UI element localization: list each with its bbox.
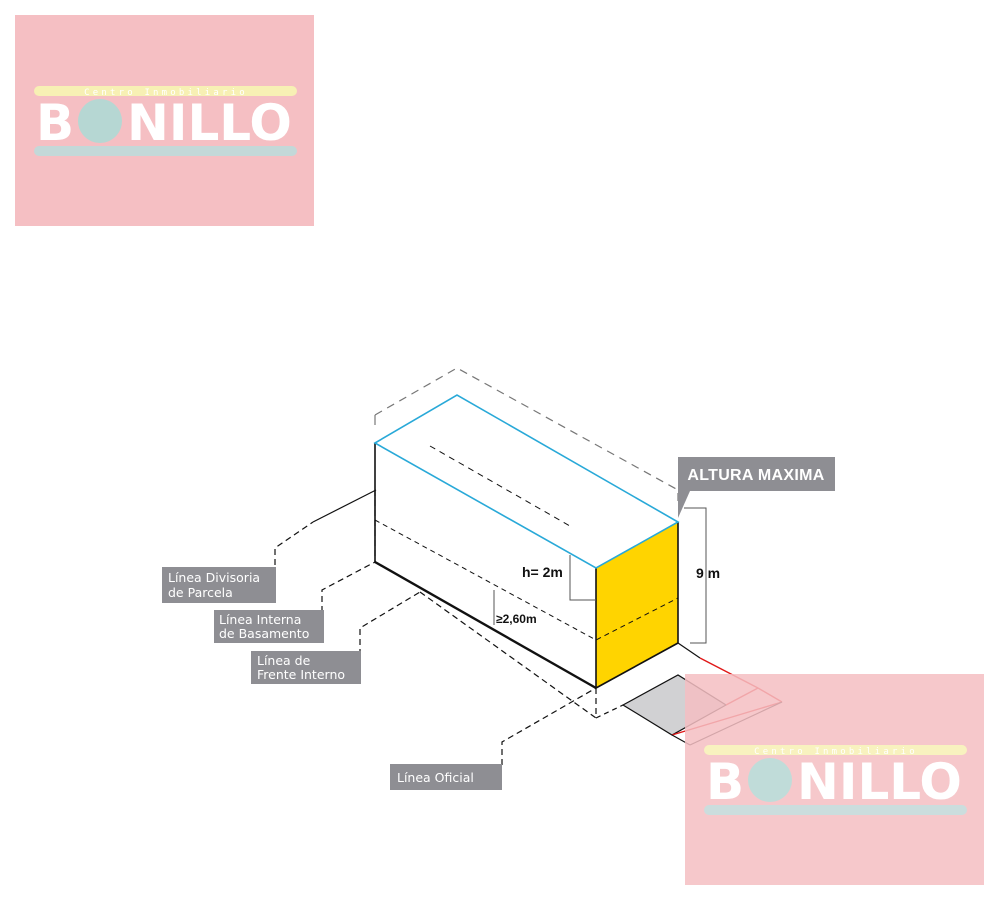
logo2-subtitle: Centro Inmobiliario — [754, 747, 918, 757]
label-oficial: Línea Oficial — [390, 764, 502, 790]
linea-divisoria-line — [312, 489, 377, 523]
label-interna: Línea Interna de Basamento — [214, 610, 324, 643]
logo2-bottom-bar — [704, 805, 967, 815]
logo2-background — [685, 674, 984, 885]
box-hidden-edge — [374, 519, 679, 641]
logo-top-bar — [34, 86, 297, 96]
dim-9m-bracket — [684, 507, 707, 644]
box-front-bottom — [374, 560, 597, 690]
callout-box — [678, 457, 835, 491]
label-oficial-text: Línea Oficial — [397, 770, 474, 785]
box-top-face — [373, 394, 680, 569]
label-divisoria-bg — [162, 567, 276, 603]
callout-text: ALTURA MAXIMA — [687, 467, 824, 484]
leader-frente — [359, 591, 421, 655]
label-interna-line1: Línea Interna — [219, 612, 301, 627]
dimensions — [493, 507, 707, 644]
dim-min-text: ≥2,60m — [496, 612, 537, 626]
callout-pointer — [678, 491, 690, 518]
sidewalk-dashed — [595, 704, 624, 719]
envelope-dashed — [374, 367, 679, 505]
logo-subtitle: Centro Inmobiliario — [84, 88, 248, 98]
logo-bottom-bar — [34, 146, 297, 156]
leader-divisoria — [274, 521, 314, 575]
logo-word-rest: NILLO — [127, 94, 292, 152]
leader-oficial — [501, 687, 597, 765]
leader-interna — [321, 561, 376, 612]
label-frente-line2: Frente Interno — [257, 667, 345, 682]
label-divisoria-line1: Línea Divisoria — [168, 570, 260, 585]
logo-background — [15, 15, 314, 226]
label-frente: Línea de Frente Interno — [251, 651, 361, 684]
altura-maxima-callout: ALTURA MAXIMA — [678, 457, 835, 518]
linea-frente-dashed — [419, 591, 597, 719]
altura-maxima-face — [596, 522, 678, 688]
bonillo-logo-top: Centro Inmobiliario B NILLO — [15, 15, 314, 226]
dim-h-bracket — [569, 555, 596, 601]
dim-9m-text: 9 m — [696, 565, 720, 581]
logo-circle-icon — [78, 99, 122, 143]
dim-h-text: h= 2m — [522, 564, 563, 580]
box-right-bottom — [595, 642, 679, 689]
label-interna-line2: de Basamento — [219, 626, 309, 641]
label-divisoria-line2: de Parcela — [168, 585, 233, 600]
label-frente-line1: Línea de — [257, 653, 311, 668]
label-interna-bg — [214, 610, 324, 643]
logo2-circle-icon — [748, 758, 792, 802]
sidewalk-right-edge — [677, 642, 701, 659]
label-divisoria: Línea Divisoria de Parcela — [162, 567, 276, 603]
box-top-inner-dashed — [429, 445, 571, 527]
label-oficial-bg — [390, 764, 502, 790]
logo2-letter-b: B — [706, 753, 744, 811]
logo-letter-b: B — [36, 94, 74, 152]
building-volume — [373, 367, 680, 690]
bonillo-logo-bottom: Centro Inmobiliario B NILLO — [685, 674, 984, 885]
logo2-top-bar — [704, 745, 967, 755]
label-frente-bg — [251, 651, 361, 684]
logo2-word-rest: NILLO — [797, 753, 962, 811]
